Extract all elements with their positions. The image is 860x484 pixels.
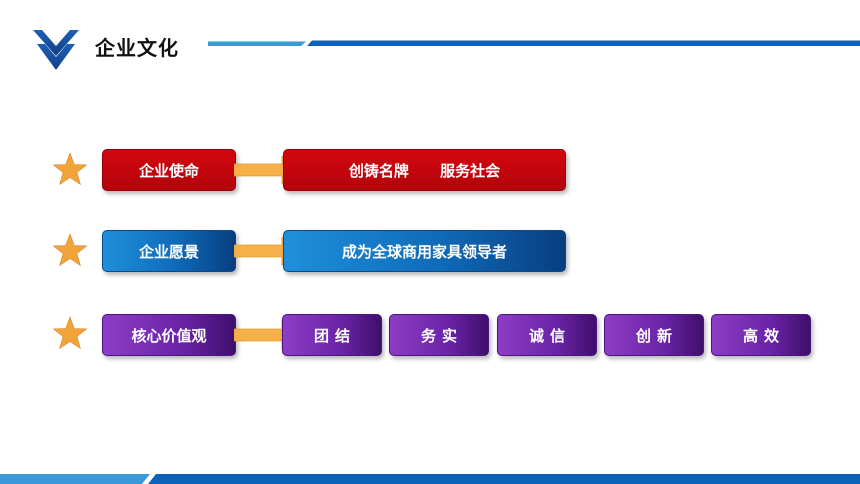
value-item: 团结	[282, 314, 382, 356]
page-title: 企业文化	[95, 36, 179, 60]
double-chevron-down-icon	[33, 30, 79, 70]
mission-label: 企业使命	[102, 149, 236, 191]
footer-bar	[0, 474, 860, 484]
value-item: 高效	[711, 314, 811, 356]
mission-content: 创铸名牌 服务社会	[283, 149, 566, 191]
value-item: 务实	[389, 314, 489, 356]
values-label: 核心价值观	[102, 314, 236, 356]
header-divider	[208, 40, 860, 46]
value-item: 诚信	[497, 314, 597, 356]
value-item: 创新	[604, 314, 704, 356]
vision-label: 企业愿景	[102, 230, 236, 272]
star-icon	[52, 316, 88, 350]
vision-content: 成为全球商用家具领导者	[283, 230, 566, 272]
star-icon	[52, 233, 88, 267]
star-icon	[52, 152, 88, 186]
